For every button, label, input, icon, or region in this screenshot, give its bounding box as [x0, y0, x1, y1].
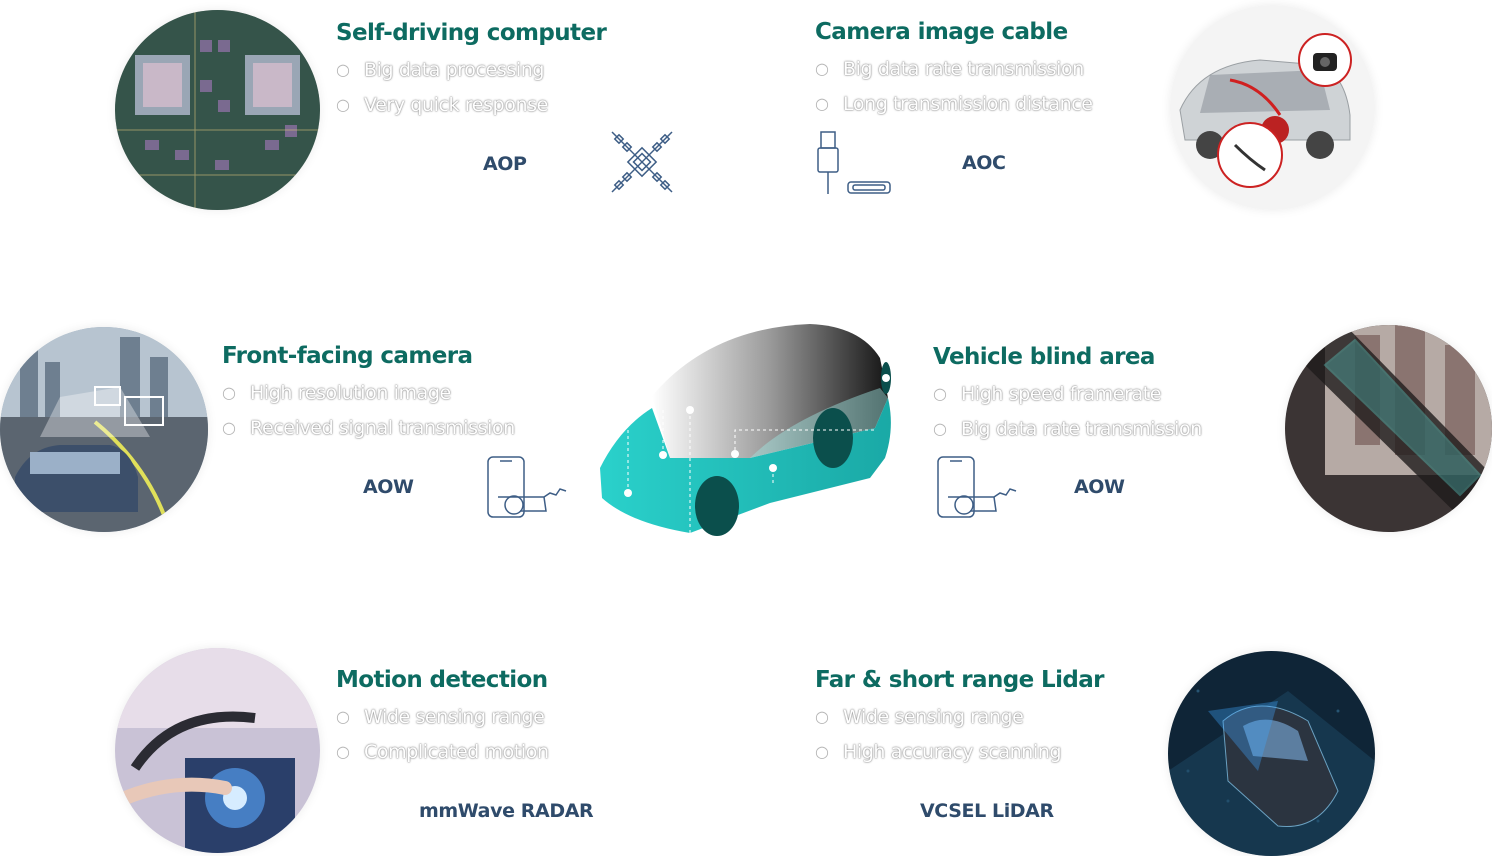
bullet-icon: ○: [933, 384, 947, 403]
blind-area-tech-label: AOW: [1074, 476, 1125, 498]
front-camera-bullet-1-text: High resolution image: [250, 382, 451, 404]
front-camera-bullet-1: ○ High resolution image: [222, 382, 515, 404]
bullet-icon: ○: [815, 707, 829, 726]
self-driving-bullet-1-text: Big data processing: [364, 59, 545, 81]
lidar-bullet-1-text: Wide sensing range: [843, 706, 1024, 728]
blind-area-bullet-2-text: Big data rate transmission: [961, 418, 1202, 440]
camera-cable-block: Camera image cable ○ Big data rate transm…: [815, 19, 1093, 129]
bullet-icon: ○: [336, 60, 350, 79]
front-camera-bullet-2: ○ Received signal transmission: [222, 417, 515, 439]
concept-car-illustration: [590, 318, 896, 540]
lidar-bullet-2-text: High accuracy scanning: [843, 741, 1062, 763]
camera-cable-bullet-1: ○ Big data rate transmission: [815, 58, 1093, 80]
self-driving-bullet-2: ○ Very quick response: [336, 94, 606, 116]
motion-detection-photo: [115, 648, 320, 853]
front-camera-bullet-2-text: Received signal transmission: [250, 417, 515, 439]
camera-cable-title: Camera image cable: [815, 19, 1068, 45]
motion-bullet-1: ○ Wide sensing range: [336, 706, 549, 728]
self-driving-tech-label: AOP: [483, 153, 527, 175]
chip-crossbar-icon: [608, 128, 676, 196]
bullet-icon: ○: [336, 707, 350, 726]
blind-area-bullet-2: ○ Big data rate transmission: [933, 418, 1202, 440]
blind-area-bullet-1-text: High speed framerate: [961, 383, 1162, 405]
phone-hand-icon: [486, 455, 574, 519]
blind-area-block: Vehicle blind area ○ High speed framerate…: [933, 344, 1202, 454]
bullet-icon: ○: [815, 742, 829, 761]
blind-area-bullet-1: ○ High speed framerate: [933, 383, 1202, 405]
blind-area-title: Vehicle blind area: [933, 344, 1155, 370]
motion-bullet-1-text: Wide sensing range: [364, 706, 545, 728]
circuit-board-photo: [115, 10, 320, 210]
self-driving-bullet-1: ○ Big data processing: [336, 59, 606, 81]
motion-title: Motion detection: [336, 667, 548, 693]
front-camera-road-photo: [0, 327, 208, 532]
bullet-icon: ○: [336, 95, 350, 114]
motion-bullet-2-text: Complicated motion: [364, 741, 549, 763]
front-camera-tech-label: AOW: [363, 476, 414, 498]
camera-cable-bullet-1-text: Big data rate transmission: [843, 58, 1084, 80]
lidar-bullet-2: ○ High accuracy scanning: [815, 741, 1104, 763]
bullet-icon: ○: [222, 383, 236, 402]
lidar-title: Far & short range Lidar: [815, 667, 1104, 693]
car-camera-photo: [1170, 5, 1375, 210]
bullet-icon: ○: [933, 419, 947, 438]
front-camera-block: Front-facing camera ○ High resolution ima…: [222, 343, 515, 453]
front-camera-title: Front-facing camera: [222, 343, 473, 369]
motion-block: Motion detection ○ Wide sensing range ○ Co…: [336, 667, 549, 777]
motion-tech-label: mmWave RADAR: [419, 800, 594, 822]
bullet-icon: ○: [815, 59, 829, 78]
camera-cable-tech-label: AOC: [962, 152, 1006, 174]
bullet-icon: ○: [815, 94, 829, 113]
phone-hand-icon: [936, 455, 1024, 519]
usb-cable-icon: [815, 130, 893, 196]
self-driving-block: Self-driving computer ○ Big data processi…: [336, 20, 607, 130]
camera-cable-bullet-2: ○ Long transmission distance: [815, 93, 1093, 115]
lidar-bullet-1: ○ Wide sensing range: [815, 706, 1104, 728]
lidar-block: Far & short range Lidar ○ Wide sensing ra…: [815, 667, 1104, 777]
lidar-car-photo: [1168, 651, 1375, 856]
self-driving-title: Self-driving computer: [336, 20, 607, 46]
lidar-tech-label: VCSEL LiDAR: [920, 800, 1054, 822]
camera-cable-bullet-2-text: Long transmission distance: [843, 93, 1093, 115]
motion-bullet-2: ○ Complicated motion: [336, 741, 549, 763]
bullet-icon: ○: [336, 742, 350, 761]
bullet-icon: ○: [222, 418, 236, 437]
blind-spot-mirror-photo: [1285, 325, 1492, 532]
self-driving-bullet-2-text: Very quick response: [364, 94, 548, 116]
